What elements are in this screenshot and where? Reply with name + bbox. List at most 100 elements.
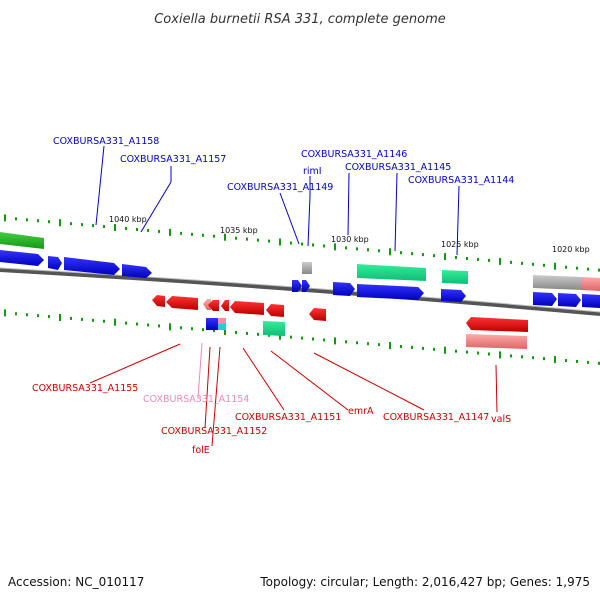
lower-tick [169, 323, 171, 331]
reverse-strand-features [152, 295, 528, 349]
lower-tick [114, 318, 116, 326]
upper-tick [191, 232, 193, 236]
feature-rna-3[interactable] [263, 321, 285, 336]
feature-red-5[interactable] [230, 301, 264, 315]
upper-tick [235, 236, 237, 240]
scale-label-1025: 1025 kbp [441, 240, 479, 249]
upper-tick [521, 261, 523, 265]
feature-pink-right[interactable] [582, 277, 600, 291]
lower-tick [103, 319, 105, 323]
lower-tick [488, 352, 490, 356]
lower-tick [136, 322, 138, 326]
label-emra: emrA [348, 406, 374, 417]
feature-green-left[interactable] [0, 232, 44, 249]
label-vals: valS [491, 414, 511, 425]
feature-pink-lower[interactable] [218, 318, 226, 324]
feature-rna-1[interactable] [357, 264, 426, 281]
feature-grey-small[interactable] [302, 262, 312, 274]
lower-tick [455, 349, 457, 353]
upper-tick [213, 234, 215, 238]
feature-red-1[interactable] [152, 295, 165, 307]
feature-red-8[interactable] [466, 317, 528, 332]
feature-blue-2[interactable] [48, 256, 62, 270]
lower-tick [37, 314, 39, 318]
lower-tick [521, 355, 523, 359]
feature-blue-11[interactable] [558, 293, 581, 307]
feature-grey-right[interactable] [533, 275, 582, 290]
upper-tick [477, 257, 479, 261]
lower-tick [257, 332, 259, 336]
upper-tick [323, 244, 325, 248]
upper-tick [400, 251, 402, 255]
feature-red-3[interactable] [208, 300, 219, 311]
lower-tick [246, 331, 248, 335]
feature-blue-12[interactable] [582, 294, 600, 308]
upper-tick [543, 263, 545, 267]
upper-tick [367, 248, 369, 252]
lower-tick [356, 341, 358, 345]
feature-blue-9[interactable] [441, 289, 466, 302]
lower-tick [444, 346, 446, 354]
feature-blue-8[interactable] [357, 284, 424, 300]
map-title: Coxiella burnetii RSA 331, complete geno… [154, 12, 446, 27]
upper-tick [466, 257, 468, 261]
lower-tick [323, 338, 325, 342]
feature-red-2[interactable] [166, 296, 198, 310]
topology-text: Topology: circular; Length: 2,016,427 bp… [259, 575, 590, 589]
feature-red-6[interactable] [266, 304, 284, 317]
upper-tick [422, 253, 424, 257]
upper-labels: COXBURSA331_A1158 COXBURSA331_A1157 COXB… [53, 136, 514, 193]
feature-blue-4[interactable] [122, 264, 152, 278]
feature-pink-lower-right[interactable] [466, 334, 527, 349]
upper-tick [510, 260, 512, 264]
lower-tick [499, 351, 501, 359]
scale-label-1020: 1020 kbp [552, 245, 590, 254]
feature-blue-10[interactable] [533, 292, 557, 306]
upper-tick [257, 238, 259, 242]
feature-blue-5[interactable] [292, 280, 302, 292]
feature-blue-3[interactable] [64, 257, 120, 275]
upper-tick [334, 243, 336, 251]
lower-tick [26, 313, 28, 317]
upper-tick [290, 241, 292, 245]
lower-tick [543, 357, 545, 361]
upper-tick [246, 237, 248, 241]
lower-tick [389, 342, 391, 350]
lower-tick [554, 356, 556, 364]
lower-tick [466, 350, 468, 354]
feature-red-7[interactable] [309, 308, 326, 321]
upper-tick [268, 239, 270, 243]
upper-tick [48, 220, 50, 224]
upper-tick [125, 227, 127, 230]
upper-tick [224, 233, 226, 241]
upper-tick [312, 243, 314, 247]
feature-blue-small-lower[interactable] [206, 318, 218, 330]
upper-tick [433, 254, 435, 258]
upper-tick [26, 218, 28, 222]
lower-tick [213, 329, 215, 333]
lower-tick [598, 361, 600, 365]
lower-tick [224, 328, 226, 336]
feature-blue-6[interactable] [302, 280, 310, 292]
feature-rna-2[interactable] [442, 270, 468, 284]
lower-tick [4, 309, 6, 317]
feature-red-4[interactable] [221, 300, 229, 311]
upper-tick [279, 238, 281, 246]
upper-tick [169, 228, 171, 236]
label-coxbursa331-a1146: COXBURSA331_A1146 [301, 149, 407, 160]
upper-tick [15, 217, 17, 221]
upper-tick [598, 268, 600, 272]
feature-blue-7[interactable] [333, 282, 355, 296]
upper-tick [499, 257, 501, 265]
scale-label-1040: 1040 kbp [109, 215, 147, 224]
feature-pink-small[interactable] [203, 299, 211, 310]
label-coxbursa331-a1149: COXBURSA331_A1149 [227, 182, 333, 193]
lower-tick [400, 345, 402, 348]
upper-tick [455, 256, 457, 260]
feature-cyan-lower[interactable] [218, 324, 226, 330]
lower-tick [191, 327, 193, 331]
scale-ticks [4, 214, 600, 365]
upper-tick [81, 223, 83, 227]
feature-blue-1[interactable] [0, 250, 44, 266]
upper-tick [488, 258, 490, 262]
